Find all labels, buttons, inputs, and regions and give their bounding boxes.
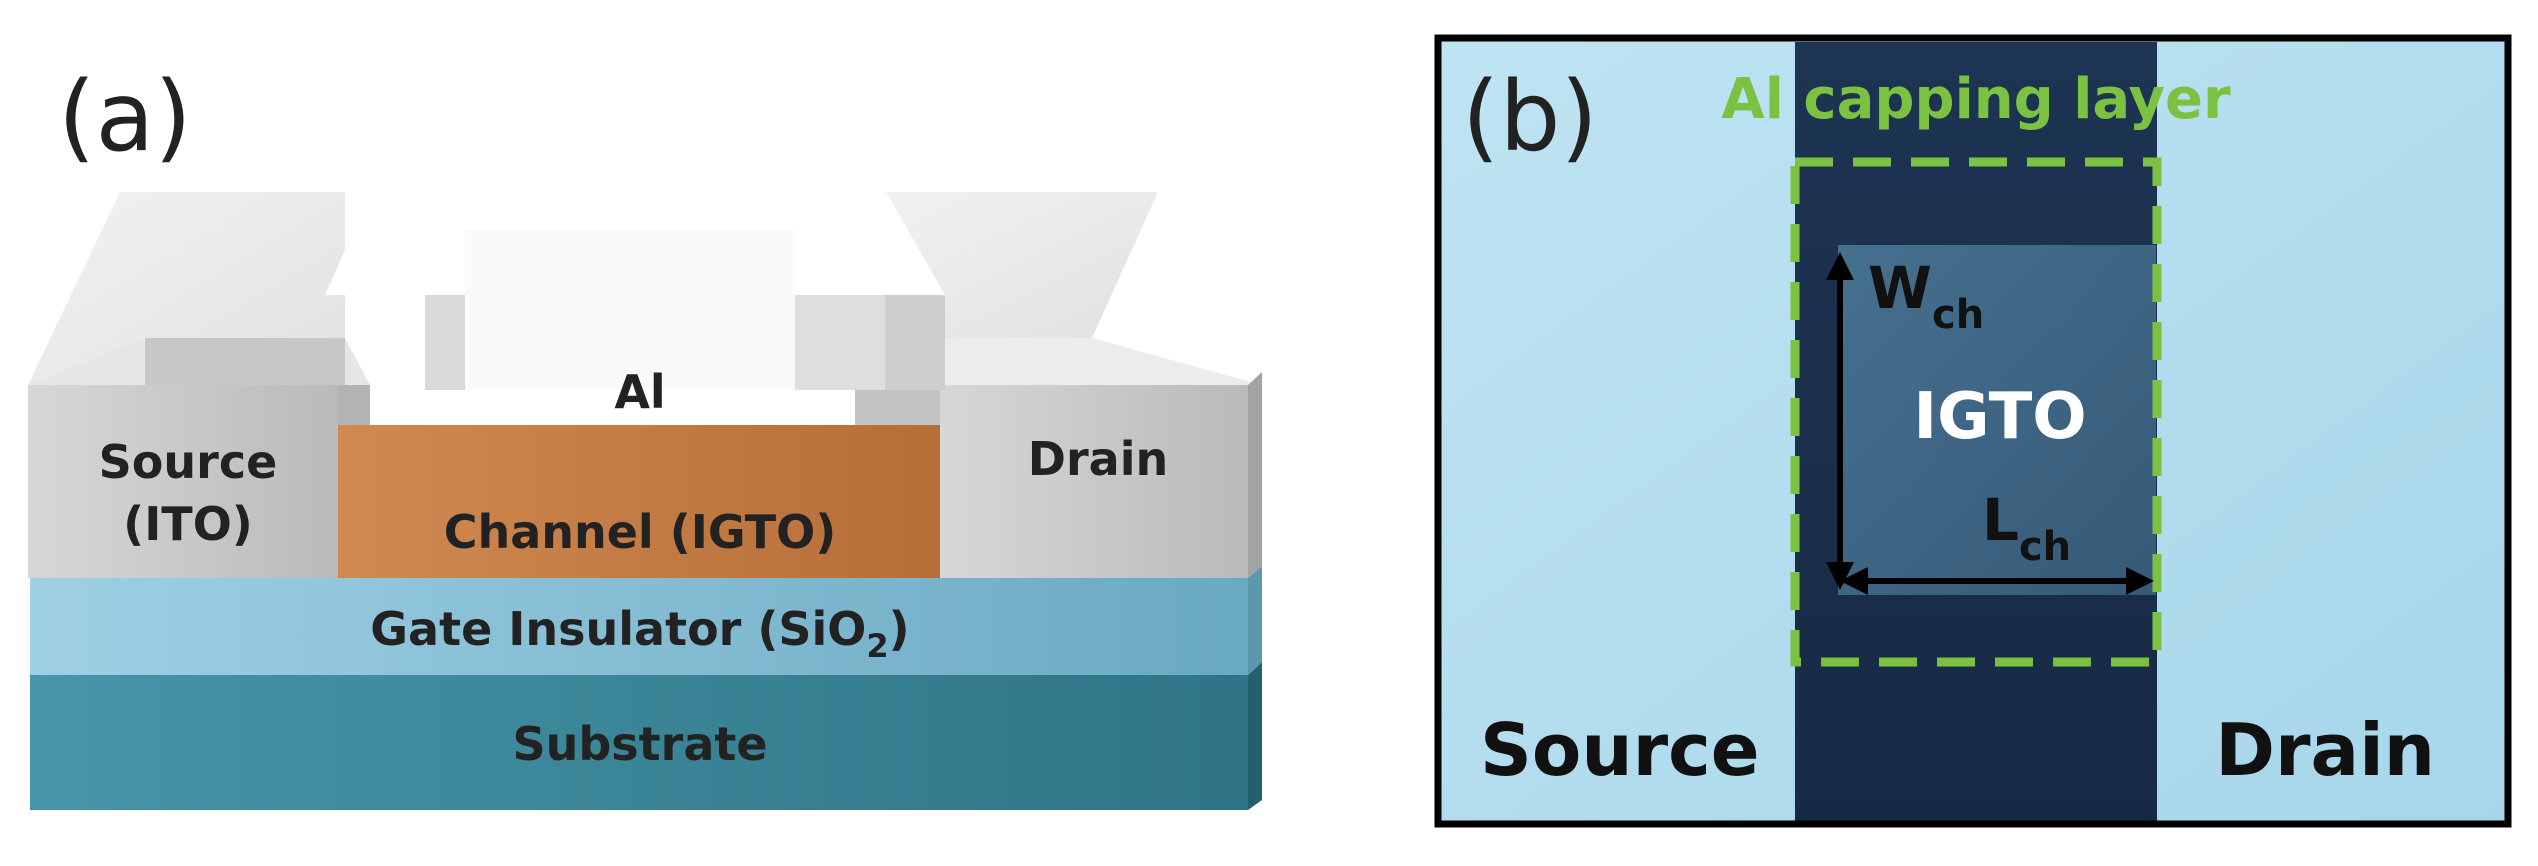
al-capping-3d [325, 160, 945, 390]
panel-a: (a) [28, 61, 1262, 810]
channel-label: Channel (IGTO) [444, 505, 837, 559]
panel-b-label: (b) [1462, 61, 1598, 173]
source-label: Source [99, 435, 278, 489]
substrate-layer [30, 662, 1262, 810]
width-label: Wch [1868, 254, 1984, 338]
panel-a-label: (a) [58, 61, 192, 173]
substrate-label: Substrate [512, 717, 767, 771]
micrograph-frame [1434, 34, 2512, 828]
capping-layer-label: Al capping layer [1721, 67, 2231, 132]
igto-active-region [1838, 245, 2156, 595]
panel-b: (b) Al capping layer Wch IGTO Lch Source… [1434, 34, 2512, 828]
length-arrow [1840, 567, 2154, 595]
gate-insulator-layer [30, 566, 1262, 675]
drain-label-b: Drain [2215, 708, 2435, 792]
al-capping-dashed-outline [1790, 157, 2162, 667]
igto-label: IGTO [1913, 380, 2086, 454]
drain-label: Drain [1028, 432, 1168, 486]
source-material-label: (ITO) [123, 497, 253, 551]
gate-insulator-label: Gate Insulator (SiO2) [370, 602, 909, 665]
source-label-b: Source [1480, 708, 1760, 792]
al-label: Al [614, 365, 665, 419]
width-arrow [1826, 252, 1854, 590]
source-electrode [28, 192, 370, 578]
channel-layer [338, 425, 940, 578]
length-label: Lch [1982, 486, 2071, 570]
